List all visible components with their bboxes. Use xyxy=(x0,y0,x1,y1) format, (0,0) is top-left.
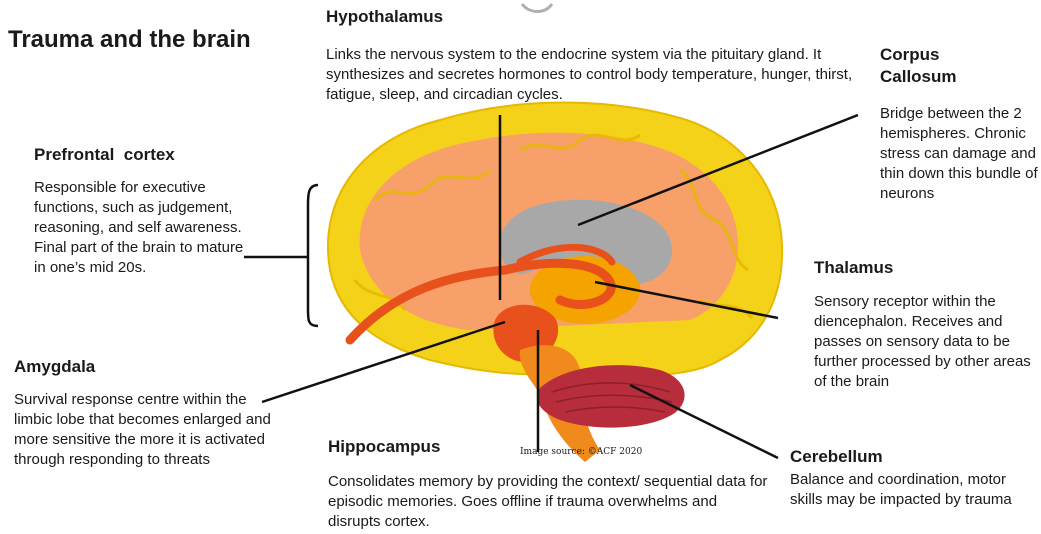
top-arc xyxy=(522,4,552,12)
amygdala-heading: Amygdala xyxy=(14,356,95,378)
page-title: Trauma and the brain xyxy=(8,26,251,54)
hypothalamus-description: Links the nervous system to the endocrin… xyxy=(326,45,866,105)
corpus-callosum-description: Bridge between the 2 hemispheres. Chroni… xyxy=(880,104,1040,204)
prefrontal-description: Responsible for executive functions, suc… xyxy=(34,178,256,278)
cerebellum-heading: Cerebellum xyxy=(790,446,883,468)
cerebellum-description: Balance and coordination, motor skills m… xyxy=(790,470,1030,510)
thalamus-heading: Thalamus xyxy=(814,257,893,279)
corpus-callosum-heading: Corpus Callosum xyxy=(880,44,1000,88)
thalamus-description: Sensory receptor within the diencephalon… xyxy=(814,292,1038,392)
hypothalamus-heading: Hypothalamus xyxy=(326,6,443,28)
prefrontal-heading: Prefrontal cortex xyxy=(34,144,175,166)
amygdala-description: Survival response centre within the limb… xyxy=(14,390,276,470)
hippocampus-heading: Hippocampus xyxy=(328,436,440,458)
prefrontal-bracket xyxy=(308,185,318,326)
hippocampus-description: Consolidates memory by providing the con… xyxy=(328,472,768,532)
image-source-credit: Image source: ©ACF 2020 xyxy=(520,447,642,457)
